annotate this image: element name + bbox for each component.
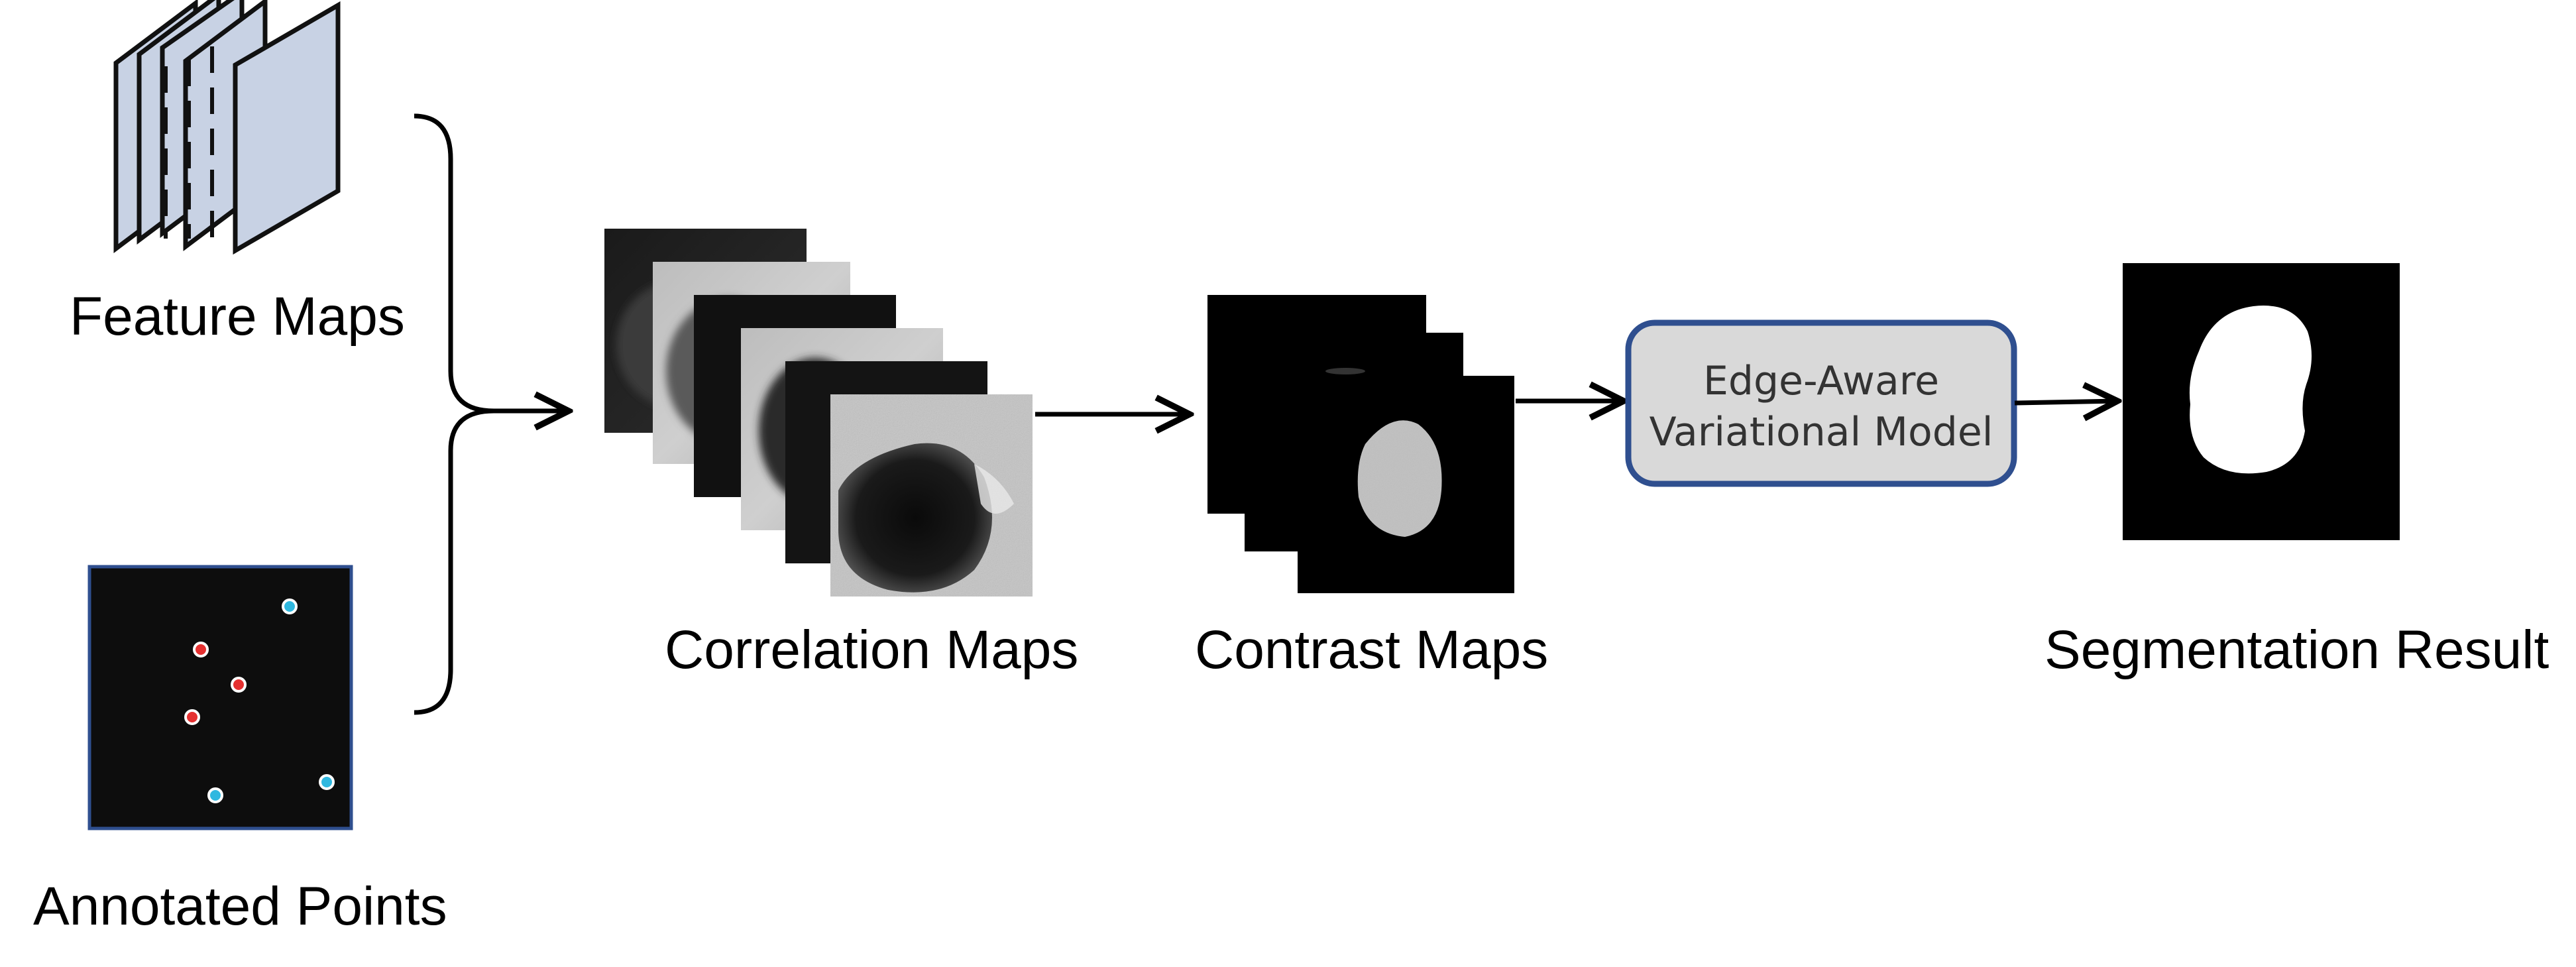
merge-brace [414, 113, 494, 715]
negative-point-marker [207, 787, 223, 803]
segmentation-mask [2189, 306, 2312, 474]
positive-point-marker [184, 709, 200, 725]
edge-aware-model-box: Edge-Aware Variational Model [1625, 319, 2017, 487]
model-box-frame [1625, 319, 2017, 487]
negative-point-marker [282, 598, 298, 614]
contrast-maps-stack [1207, 295, 1514, 593]
segmentation-result-label: Segmentation Result [2044, 620, 2549, 680]
arrow-to-segmentation [2014, 401, 2117, 403]
correlation-lesion [838, 443, 992, 593]
model-box-line1: Edge-Aware [1703, 358, 1939, 404]
negative-point-marker [319, 774, 335, 790]
contrast-maps-label: Contrast Maps [1195, 620, 1548, 680]
feature-map-sheet-front [233, 1, 341, 255]
positive-point-marker [193, 642, 209, 657]
feature-maps-label: Feature Maps [70, 286, 405, 347]
annotated-points-panel [87, 565, 353, 830]
annotated-points-label: Annotated Points [33, 876, 447, 937]
segmentation-result-image [2123, 263, 2400, 540]
model-box-line2: Variational Model [1650, 409, 1993, 455]
positive-point-marker [231, 677, 247, 693]
correlation-maps-stack [604, 229, 1033, 597]
correlation-maps-label: Correlation Maps [665, 620, 1078, 680]
feature-maps-stack [113, 0, 341, 255]
annotated-points-image [87, 565, 353, 830]
